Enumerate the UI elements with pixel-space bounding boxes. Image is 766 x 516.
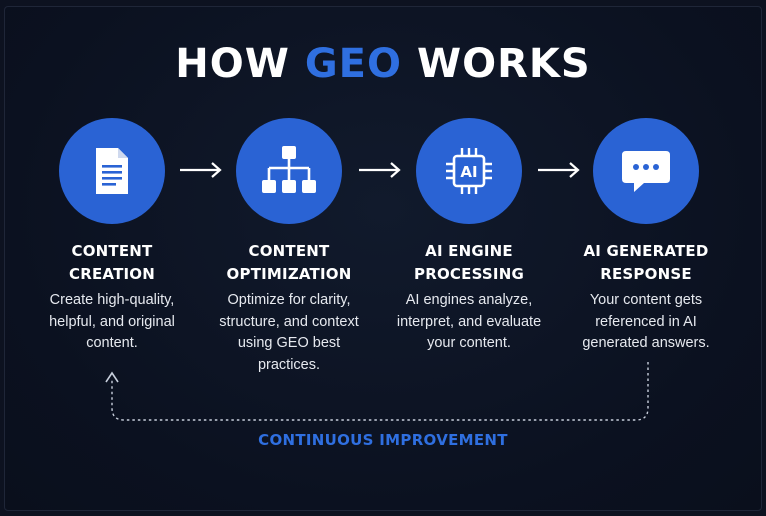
hierarchy-icon (236, 118, 342, 224)
chat-bubble-icon (593, 118, 699, 224)
arrow-right-icon (180, 162, 222, 178)
title-prefix: HOW (175, 41, 290, 87)
continuous-improvement-label: CONTINUOUS IMPROVEMENT (258, 431, 508, 449)
arrow-right-icon (359, 162, 401, 178)
step-description: Optimize for clarity, structure, and con… (219, 292, 359, 373)
ai-chip-icon: AI (416, 118, 522, 224)
arrow-right-icon (538, 162, 580, 178)
svg-text:AI: AI (460, 163, 477, 181)
title-accent: GEO (304, 41, 403, 87)
page-title: HOW GEO WORKS (0, 40, 766, 88)
title-suffix: WORKS (416, 41, 591, 87)
diagram-frame (4, 6, 762, 511)
step-description: AI engines analyze, interpret, and evalu… (396, 292, 542, 351)
step-description: Create high-quality, helpful, and origin… (49, 292, 175, 351)
step-description: Your content gets referenced in AI gener… (582, 292, 710, 351)
document-icon (59, 118, 165, 224)
